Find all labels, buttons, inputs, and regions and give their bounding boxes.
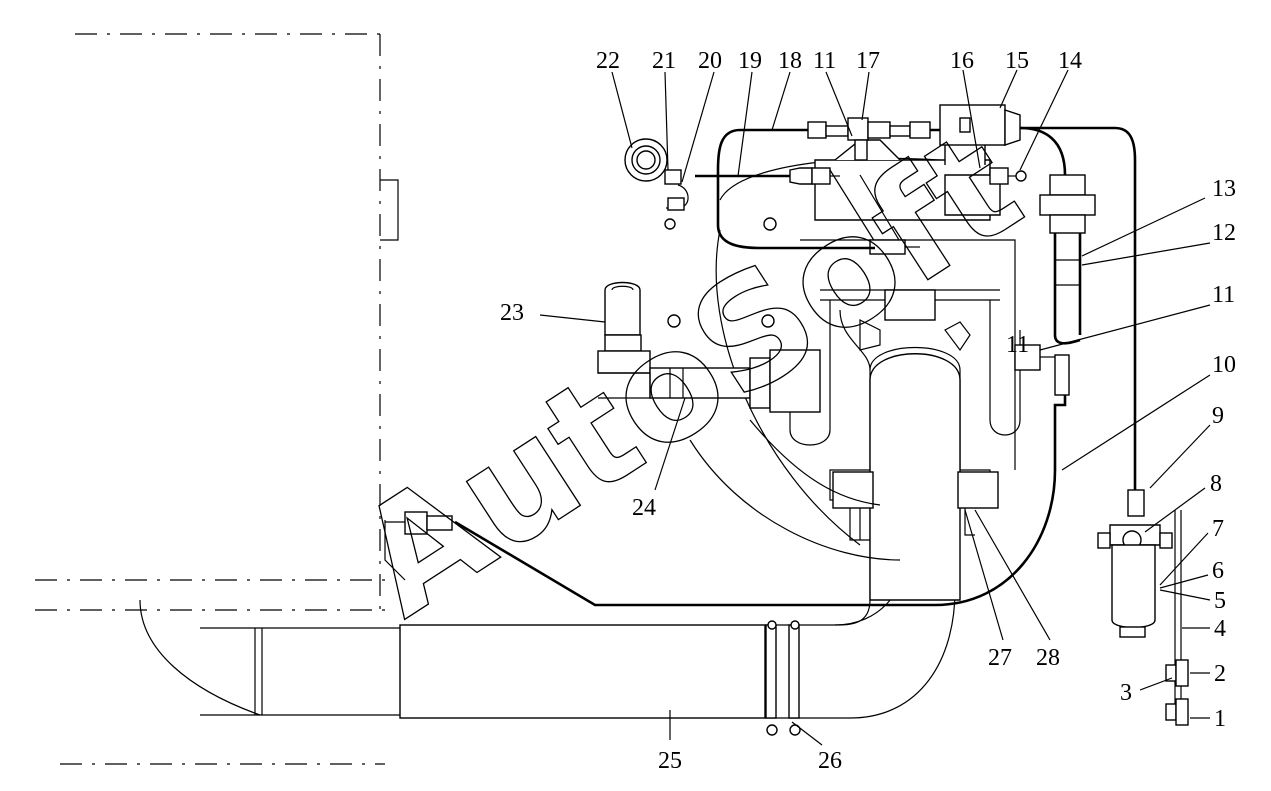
callout-19: 19 [738, 48, 762, 74]
callout-5: 5 [1214, 588, 1226, 614]
callout-26: 26 [818, 748, 842, 774]
callout-27: 27 [988, 645, 1012, 671]
callout-18: 18 [778, 48, 802, 74]
hose-reel [624, 138, 689, 211]
mounting-bolts [664, 217, 777, 328]
compressor-body [689, 157, 1021, 601]
callout-1: 1 [1214, 706, 1226, 732]
callout-11-right: 11 [1212, 282, 1235, 308]
frame-outline [35, 33, 399, 765]
callout-3: 3 [1120, 680, 1132, 706]
callout-2: 2 [1214, 661, 1226, 687]
callout-11-fitting: 11 [1006, 332, 1029, 358]
leader-lines [539, 69, 1211, 746]
callout-24: 24 [632, 495, 656, 521]
callout-labels: 1 2 3 4 5 6 7 8 9 10 11 11 11 12 13 14 1… [500, 48, 1236, 774]
callout-16: 16 [950, 48, 974, 74]
callout-13: 13 [1212, 176, 1236, 202]
hose-clamp [765, 620, 801, 736]
callout-23: 23 [500, 300, 524, 326]
outlet-fittings [454, 344, 1070, 607]
flex-hose [1039, 174, 1096, 345]
callout-14: 14 [1058, 48, 1082, 74]
callout-9: 9 [1212, 403, 1224, 429]
callout-6: 6 [1212, 558, 1224, 584]
callout-25: 25 [658, 748, 682, 774]
governor-valve [939, 104, 1137, 490]
callout-22: 22 [596, 48, 620, 74]
drain-fitting [384, 511, 453, 581]
callout-21: 21 [652, 48, 676, 74]
callout-20: 20 [698, 48, 722, 74]
callout-10: 10 [1212, 352, 1236, 378]
callout-15: 15 [1005, 48, 1029, 74]
inlet-fittings [597, 281, 821, 413]
callout-8: 8 [1210, 471, 1222, 497]
callout-11-top: 11 [813, 48, 836, 74]
tubing [695, 117, 1027, 250]
intake-pipe [139, 500, 956, 719]
callout-7: 7 [1212, 516, 1224, 542]
callout-12: 12 [1212, 220, 1236, 246]
callout-28: 28 [1036, 645, 1060, 671]
filter-assembly [1097, 489, 1189, 726]
callout-4: 4 [1214, 616, 1226, 642]
callout-17: 17 [856, 48, 880, 74]
